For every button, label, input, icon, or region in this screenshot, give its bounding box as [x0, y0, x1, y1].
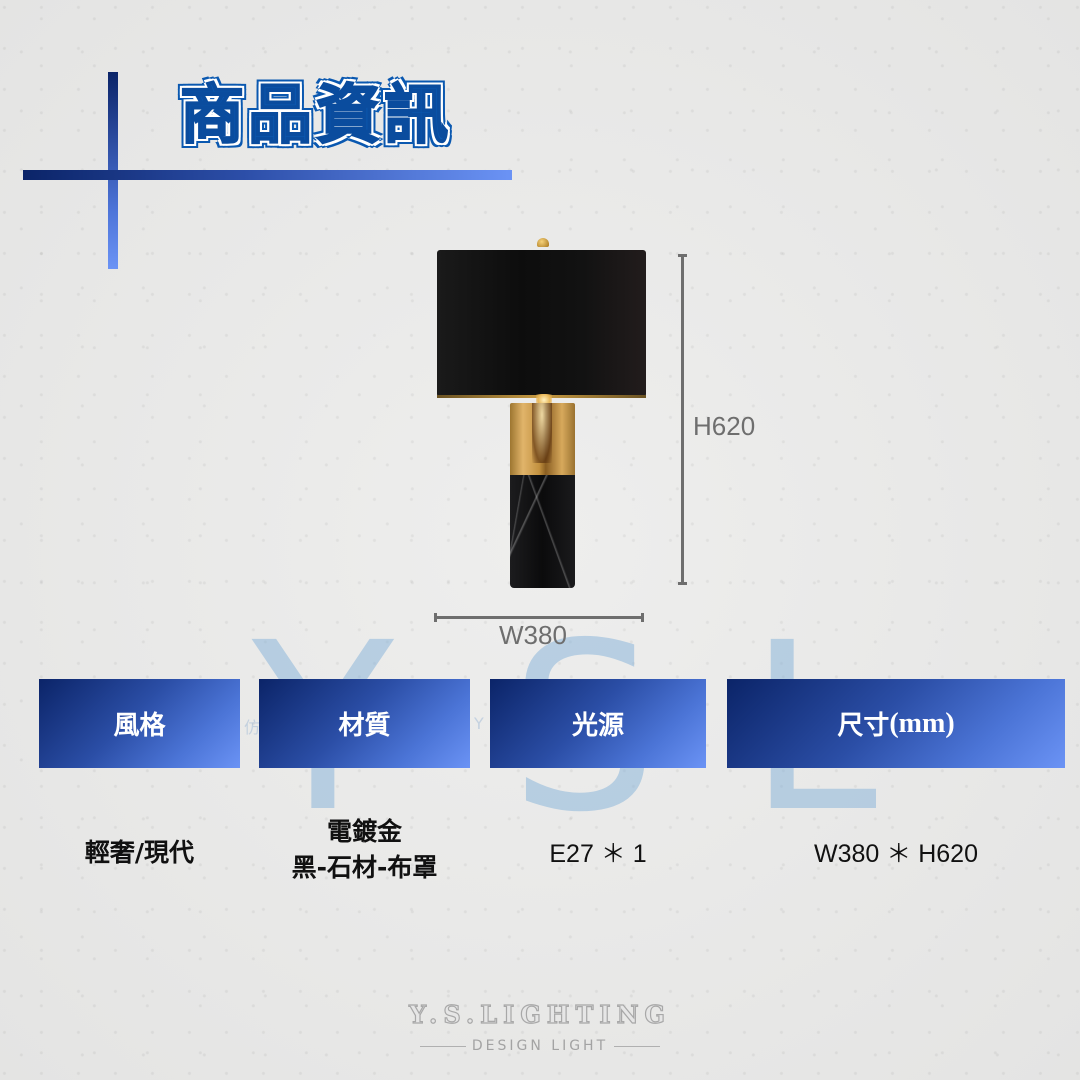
lamp-finial	[537, 238, 549, 247]
spec-header-light-source: 光源	[490, 679, 706, 768]
width-dimension-cap-left	[434, 613, 437, 622]
tagline-rule-left	[420, 1045, 466, 1047]
tagline-text: DESIGN LIGHT	[471, 1038, 609, 1054]
product-image	[437, 238, 647, 590]
brand-tagline: DESIGN LIGHT	[420, 1038, 660, 1054]
lamp-shade	[437, 250, 646, 398]
spec-value-size: W380 ＊ H620	[814, 840, 978, 868]
lamp-brass-stem	[510, 403, 575, 475]
height-dimension-cap-top	[678, 254, 687, 257]
spec-header-light-source-label: 光源	[571, 711, 624, 741]
watermark-subtext-right: Y	[474, 714, 484, 733]
width-dimension-label: W380	[499, 620, 567, 650]
spec-value-material-line1: 電鍍金	[326, 817, 402, 846]
watermark-subtext-left: 仿	[244, 718, 261, 737]
height-dimension-cap-bottom	[678, 582, 687, 585]
spec-value-material: 電鍍金 黑-石材-布罩	[259, 814, 470, 886]
width-dimension-cap-right	[641, 613, 644, 622]
spec-header-size-unit: (mm)	[889, 707, 955, 739]
spec-header-material: 材質	[259, 679, 470, 768]
page-title: 商品資訊	[179, 78, 452, 154]
lamp-marble-base	[510, 475, 575, 588]
spec-header-style: 風格	[39, 679, 240, 768]
spec-header-style-label: 風格	[113, 711, 166, 741]
brand-logo-text: Y.S.LIGHTING	[408, 999, 672, 1029]
height-dimension-line	[681, 254, 684, 585]
spec-value-material-line2: 黑-石材-布罩	[291, 853, 438, 882]
height-dimension-label: H620	[693, 411, 756, 441]
width-dimension-line	[434, 616, 644, 619]
spec-header-material-label: 材質	[338, 711, 391, 741]
spec-value-light-source: E27 ＊ 1	[549, 840, 647, 868]
spec-header-size: 尺寸(mm)	[727, 679, 1065, 768]
spec-header-size-label: 尺寸	[837, 711, 890, 741]
tagline-rule-right	[614, 1045, 660, 1047]
header-horizontal-rule	[23, 170, 512, 180]
spec-value-style: 輕奢/現代	[84, 838, 195, 867]
